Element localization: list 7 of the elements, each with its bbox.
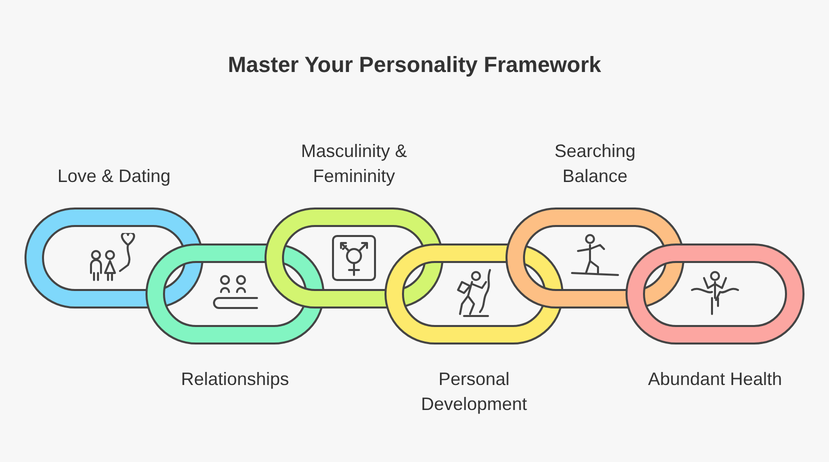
link-label: Love & Dating xyxy=(57,165,171,188)
link-label: Relationships xyxy=(180,368,290,391)
diagram-title: Master Your Personality Framework xyxy=(228,51,602,79)
link-label: Searching Balance xyxy=(553,140,637,188)
link-label: Personal Development xyxy=(420,368,528,416)
link-label: Abundant Health xyxy=(648,368,782,391)
link-label: Masculinity & Femininity xyxy=(300,140,408,188)
